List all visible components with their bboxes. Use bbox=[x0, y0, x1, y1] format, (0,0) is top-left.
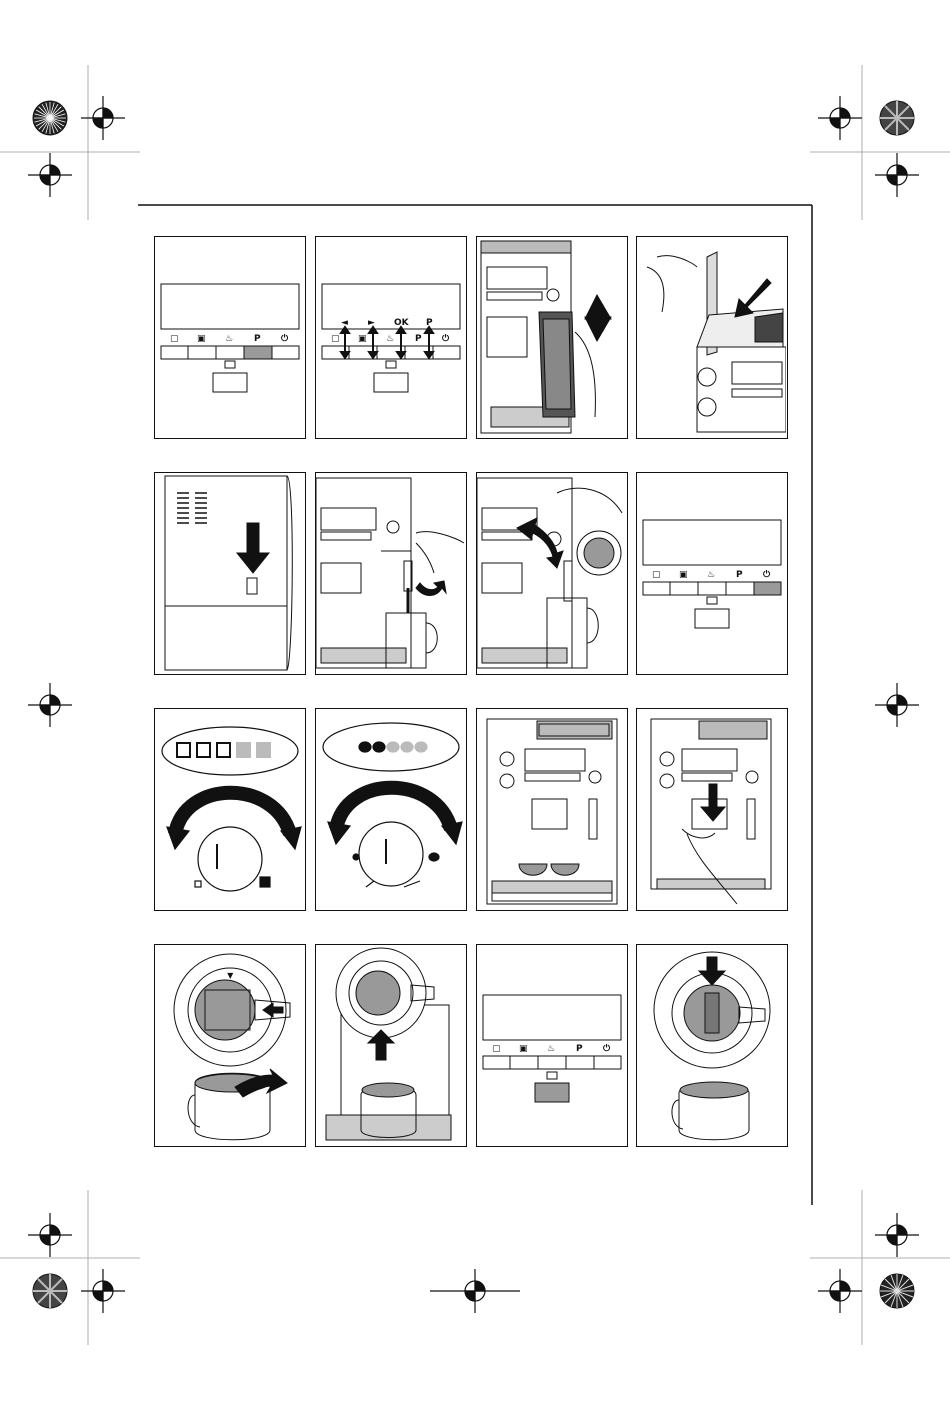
cup-double-icon: ▣ bbox=[197, 334, 206, 344]
nav-right-label: ► bbox=[368, 318, 375, 328]
power-icon: ⏻ bbox=[442, 333, 450, 344]
power-icon: ⏻ bbox=[763, 569, 771, 580]
cup-double-icon: ▣ bbox=[679, 570, 688, 580]
steam-icon: ♨ bbox=[547, 1044, 555, 1054]
cup-double-icon: ▣ bbox=[519, 1044, 528, 1054]
program-icon: P bbox=[415, 334, 422, 344]
cup-icon: ▢ bbox=[331, 334, 340, 344]
panel-machine-two-cups bbox=[476, 708, 628, 911]
cup-icon: ▢ bbox=[170, 334, 179, 344]
panel-steam-nozzle bbox=[315, 472, 467, 675]
panel-carafe-insert bbox=[315, 944, 467, 1147]
cup-double-icon: ▣ bbox=[358, 334, 367, 344]
power-icon: ⏻ bbox=[281, 333, 289, 344]
panel-control-navigation: ◄ ► OK P ▢ ▣ ♨ P ⏻ bbox=[315, 236, 467, 439]
program-icon: P bbox=[254, 334, 261, 344]
program-icon: P bbox=[576, 1044, 583, 1054]
panel-control-program: ▢ ▣ ♨ P ⏻ bbox=[154, 236, 306, 439]
panel-strength-dial bbox=[315, 708, 467, 911]
panel-power-switch bbox=[154, 472, 306, 675]
steam-icon: ♨ bbox=[707, 570, 715, 580]
steam-icon: ♨ bbox=[225, 334, 233, 344]
panel-bean-container bbox=[636, 236, 788, 439]
panel-control-power: ▢ ▣ ♨ P ⏻ bbox=[636, 472, 788, 675]
steam-icon: ♨ bbox=[386, 334, 394, 344]
panel-steam-knob bbox=[476, 472, 628, 675]
svg-text:▾: ▾ bbox=[228, 971, 233, 981]
panel-carafe-lid: ▾ bbox=[154, 944, 306, 1147]
panel-water-tank bbox=[476, 236, 628, 439]
bean-icon bbox=[359, 742, 427, 752]
panel-cup-size-dial bbox=[154, 708, 306, 911]
power-icon: ⏻ bbox=[603, 1043, 611, 1054]
panel-carafe-press bbox=[636, 944, 788, 1147]
program-icon: P bbox=[736, 570, 743, 580]
cup-icon bbox=[177, 743, 270, 757]
panel-control-carafe: ▢ ▣ ♨ P ⏻ bbox=[476, 944, 628, 1147]
cup-icon: ▢ bbox=[492, 1044, 501, 1054]
cup-icon: ▢ bbox=[652, 570, 661, 580]
panel-spout-adjust bbox=[636, 708, 788, 911]
